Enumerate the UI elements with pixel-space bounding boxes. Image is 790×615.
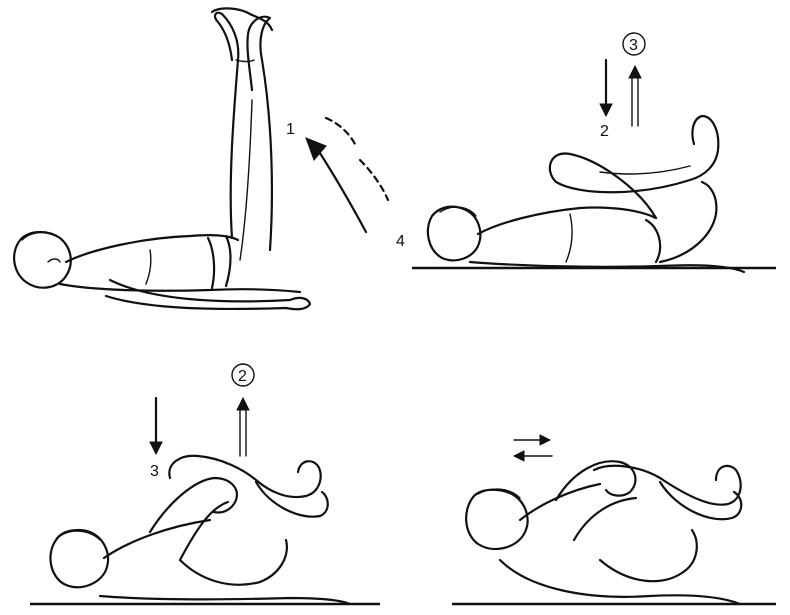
step-label-end: 4: [396, 233, 405, 250]
panel-legs-raised: 1 4: [14, 8, 405, 309]
panel-knees-hugged: 3 2: [30, 364, 380, 604]
head: [428, 207, 480, 261]
step-label-down: 3: [150, 463, 159, 480]
bent-legs: [169, 456, 320, 497]
step-label-up: 2: [238, 368, 247, 385]
torso: [520, 484, 600, 520]
raised-legs: [215, 13, 238, 238]
torso: [478, 207, 656, 234]
motion-arc-arrow: [318, 150, 366, 232]
step-label-down: 2: [600, 123, 609, 140]
shorts: [208, 238, 214, 288]
head: [466, 490, 527, 549]
shorts: [646, 220, 660, 262]
bent-legs: [594, 466, 741, 505]
panel-rocking: [452, 435, 776, 604]
torso: [104, 520, 210, 558]
step-label-up: 3: [629, 37, 638, 54]
arm: [106, 280, 310, 309]
panel-knees-bent: 2 3: [412, 33, 776, 272]
step-label-start: 1: [286, 121, 295, 138]
